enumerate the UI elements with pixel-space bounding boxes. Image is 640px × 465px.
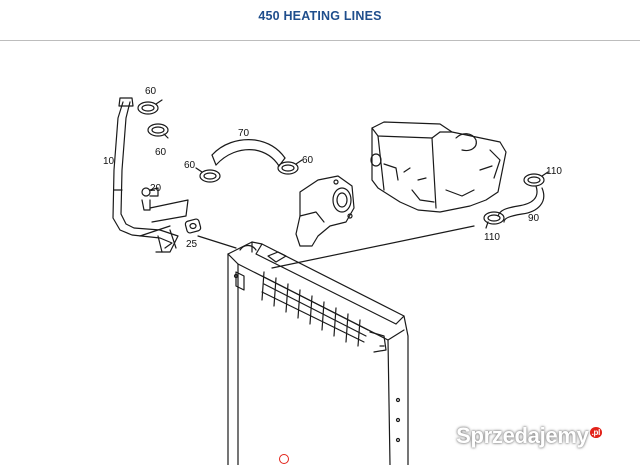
circle-dot-icon[interactable] (279, 454, 289, 464)
callout-70: 70 (238, 128, 250, 139)
radiator (227, 241, 409, 465)
hose-clamp-110-lower (483, 211, 505, 229)
leader-line (271, 225, 475, 269)
vent-hose-90 (497, 185, 545, 223)
bolt-20 (141, 187, 159, 211)
grommet-25 (184, 218, 202, 234)
callout-60-a: 60 (145, 86, 157, 97)
callout-60-b: 60 (155, 147, 167, 158)
callout-90: 90 (528, 213, 540, 224)
hose-clamp-60-upper (137, 99, 163, 115)
callout-20: 20 (150, 183, 162, 194)
parts-diagram: 60 60 70 60 60 10 20 25 110 90 110 (103, 86, 562, 465)
hose-clamp-60-hose-right (277, 159, 303, 175)
callout-60-d: 60 (302, 155, 314, 166)
callout-10: 10 (103, 156, 115, 167)
hose-clamp-60-lower (147, 123, 169, 139)
watermark: Sprzedajemy.pl (456, 423, 602, 449)
watermark-badge: .pl (589, 426, 602, 438)
callout-110-a: 110 (546, 166, 562, 177)
header-divider (0, 40, 640, 41)
leader-line-left (197, 235, 237, 249)
coolant-outlet-fitting (295, 175, 355, 247)
callout-25: 25 (186, 239, 198, 250)
watermark-text: Sprzedajemy (456, 423, 589, 448)
page-title: 450 HEATING LINES (258, 9, 382, 23)
hose-clamp-110-upper (523, 171, 549, 187)
hose-clamp-60-hose-left (195, 167, 221, 183)
heater-hose-70 (211, 139, 286, 167)
expansion-tank (370, 121, 507, 213)
callout-110-b: 110 (484, 232, 500, 243)
callout-60-c: 60 (184, 160, 196, 171)
heating-pipe-10 (112, 97, 189, 253)
